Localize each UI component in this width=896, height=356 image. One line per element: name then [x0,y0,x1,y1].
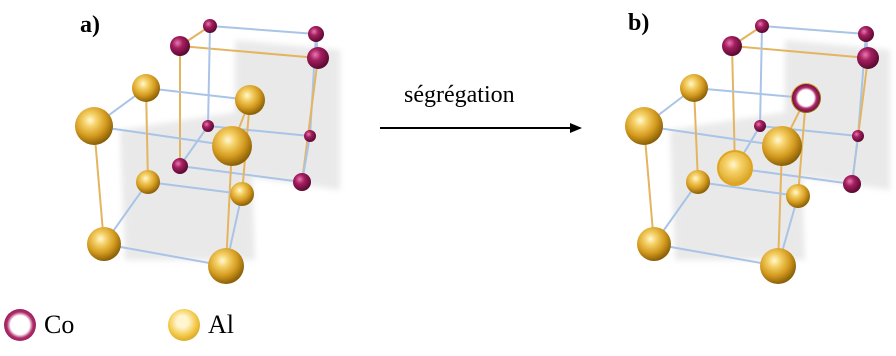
swapped-atoms [717,84,820,186]
segregated-al-atoms [625,74,821,284]
al-atom-icon [168,309,200,341]
segregated-co-atoms [722,19,879,193]
al-cell-bonds [93,87,251,267]
co-atoms [170,19,329,191]
co-atom-icon [4,309,36,341]
legend-co: Co [4,309,74,341]
arrow-label: ségrégation [404,82,515,108]
segregated-co-cell-bonds [731,25,869,185]
legend-al-label: Al [208,310,234,339]
legend-al: Al [168,309,234,341]
panel-b-lattice [625,19,890,284]
al-atoms [75,74,265,284]
panel-a-label: a) [80,12,100,38]
panel-a-lattice [75,19,340,284]
swapped-al-atom [717,150,753,186]
panel-b-label: b) [628,10,650,36]
swapped-co-atom [792,84,820,112]
segregated-al-cell-bonds [643,87,807,267]
legend-co-label: Co [44,310,75,339]
